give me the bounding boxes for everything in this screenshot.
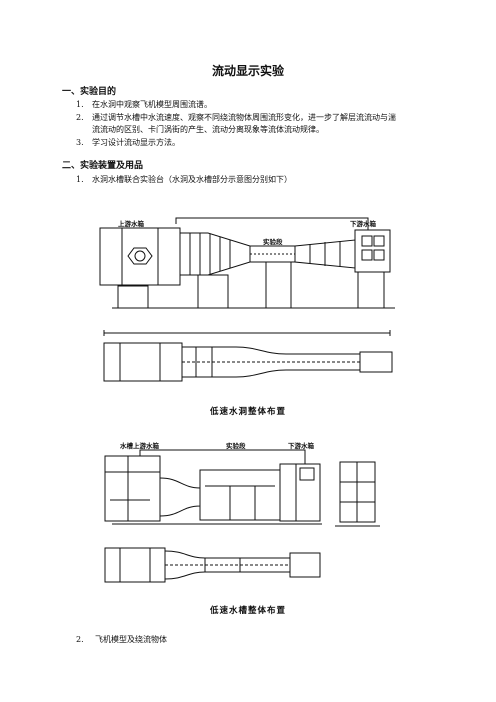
label-channel-test-section: 实验段 <box>226 441 246 450</box>
section-heading-equipment: 二、实验装置及用品 <box>62 161 144 171</box>
channel-pipe-drawing <box>112 449 322 525</box>
label-test-section: 实验段 <box>263 237 283 246</box>
list-item-text: 在水洞中观察飞机模型周围流谱。 <box>92 100 212 109</box>
tunnel-plan-drawing <box>103 330 393 382</box>
pipe-drawing <box>175 217 369 230</box>
page-title: 流动显示实验 <box>211 64 284 78</box>
figure-caption-channel: 低速水槽整体布置 <box>209 606 286 616</box>
list-item-text: 水洞水槽联合实验台（水洞及水槽部分示意图分别如下） <box>92 175 292 184</box>
list-item-text: 通过调节水槽中水流速度、观察不同绕流物体周围流形变化，进一步了解层流流动与湍 <box>92 113 396 122</box>
channel-test-section-drawing <box>199 469 281 521</box>
list-number: 2. <box>76 113 84 122</box>
label-channel-downstream-tank: 下游水箱 <box>288 441 315 450</box>
section-heading-purpose: 一、实验目的 <box>62 87 117 97</box>
list-item-text: 飞机模型及绕流物体 <box>95 635 167 644</box>
channel-upstream-tank-drawing <box>104 455 161 522</box>
list-number: 1. <box>76 100 84 109</box>
figure-caption-tunnel: 低速水洞整体布置 <box>209 407 286 417</box>
channel-plan-drawing <box>104 547 321 583</box>
list-number: 2. <box>76 635 84 644</box>
list-number: 1. <box>76 175 84 184</box>
channel-end-view-drawing <box>335 461 380 527</box>
label-channel-upstream-tank: 水槽上游水箱 <box>120 441 160 450</box>
list-item-text: 学习设计流动显示方法。 <box>92 138 180 147</box>
channel-contraction-drawing <box>159 477 201 517</box>
stand-drawing <box>112 261 395 309</box>
list-item-continuation: 流流动的区别、卡门涡街的产生、流动分离现象等流体流动规律。 <box>92 125 324 134</box>
channel-downstream-tank-drawing <box>279 463 321 522</box>
label-downstream-tank: 下游水箱 <box>350 219 377 228</box>
label-upstream-tank: 上游水箱 <box>118 219 145 228</box>
list-number: 3. <box>76 138 84 147</box>
